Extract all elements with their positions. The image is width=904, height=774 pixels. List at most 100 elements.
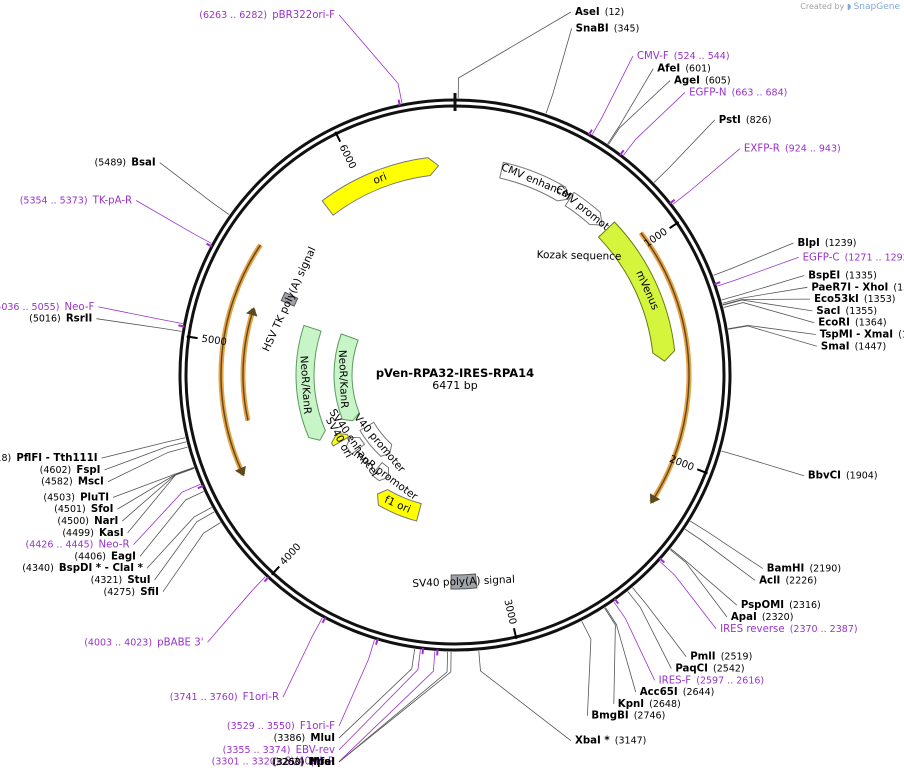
site-psti[interactable]: PstI (826) (719, 109, 772, 128)
primer-f1ori-f[interactable]: (3529 .. 3550) F1ori-F (227, 716, 335, 735)
site-stui[interactable]: (4321) StuI (91, 570, 151, 589)
site-position: (3263) (272, 757, 304, 768)
feature-neor-kanr[interactable] (295, 324, 326, 441)
primer-tk-pa-r[interactable]: (5354 .. 5373) TK-pA-R (20, 190, 132, 209)
site-bmgbi[interactable]: BmgBI (2746) (591, 705, 665, 724)
primer-egfp-c[interactable]: EGFP-C (1271 .. 1292) (803, 247, 904, 266)
site-paqci[interactable]: PaqCI (2542) (675, 658, 744, 677)
primer-f1ori-r[interactable]: (3741 .. 3760) F1ori-R (170, 687, 279, 706)
site-afei[interactable]: AfeI (601) (657, 58, 711, 77)
site-msci[interactable]: (4582) MscI (41, 471, 104, 490)
site-pflfi-tth111i[interactable]: (4618) PflFI - Tth111I (0, 448, 98, 467)
primer-range: (3741 .. 3760) (170, 692, 238, 703)
credit-prefix: Created by (800, 2, 845, 11)
site-eagi[interactable]: (4406) EagI (74, 546, 136, 565)
orf-arrowhead (234, 465, 246, 477)
site-blpi[interactable]: BlpI (1239) (797, 233, 856, 252)
site-asei[interactable]: AseI (12) (575, 2, 624, 21)
primer-exfp-r[interactable]: EXFP-R (924 .. 943) (744, 138, 841, 157)
site-xbai[interactable]: XbaI * (3147) (575, 730, 646, 749)
site-bspdi-clai[interactable]: (4340) BspDI * - ClaI * (22, 558, 143, 577)
primer-name: CMV-F (637, 51, 669, 62)
feature-sv40-poly-a-signal[interactable] (450, 573, 478, 590)
site-ecori[interactable]: EcoRI (1364) (818, 312, 886, 331)
site-fspi[interactable]: (4602) FspI (40, 459, 101, 478)
tick-label: 2000 (668, 454, 696, 473)
site-pluti[interactable]: (4503) PluTI (43, 487, 109, 506)
site-pspomi[interactable]: PspOMI (2316) (741, 595, 821, 614)
site-leader-line (713, 242, 794, 276)
site-smai[interactable]: SmaI (1447) (821, 336, 886, 355)
site-kpni[interactable]: KpnI (2648) (618, 693, 681, 712)
site-snabi[interactable]: SnaBI (345) (576, 18, 640, 37)
feature-mvenus[interactable] (597, 221, 676, 362)
site-sfii[interactable]: (4275) SfiI (104, 581, 159, 600)
site-pmli[interactable]: PmlI (2519) (690, 646, 752, 665)
site-paer7i-xhoi[interactable]: PaeR7I - XhoI (1348) (811, 277, 904, 296)
site-name: XbaI * (575, 736, 610, 747)
primer-range: (4003 .. 4023) (84, 637, 152, 648)
primer-neo-r[interactable]: (4426 .. 4445) Neo-R (26, 534, 130, 553)
primer-range: (524 .. 544) (674, 51, 730, 62)
feature-sv40-enhancer[interactable] (345, 436, 366, 455)
primer-pbr322ori-f[interactable]: (6263 .. 6282) pBR322ori-F (199, 4, 335, 23)
primer-ebv-rev[interactable]: (3355 .. 3374) EBV-rev (223, 739, 335, 758)
site-bbvci[interactable]: BbvCI (1904) (808, 465, 878, 484)
primer-egfp-n[interactable]: EGFP-N (663 .. 684) (689, 82, 787, 101)
primer-range: (4426 .. 4445) (26, 539, 94, 550)
site-eco53ki[interactable]: Eco53kI (1353) (814, 289, 895, 308)
site-hpai[interactable]: (3263) HpaI (272, 752, 335, 771)
site-position: (1364) (855, 317, 887, 328)
primer-neo-f[interactable]: (5036 .. 5055) Neo-F (0, 296, 95, 315)
site-kasi[interactable]: (4499) KasI (62, 522, 123, 541)
primer-leader-line (613, 601, 656, 681)
site-apai[interactable]: ApaI (2320) (731, 606, 794, 625)
primer-ires-f[interactable]: IRES-F (2597 .. 2616) (659, 670, 764, 689)
primer-name: IRES-F (659, 675, 692, 686)
site-rsrii[interactable]: (5016) RsrII (29, 308, 92, 327)
site-leader-line (457, 11, 572, 99)
feature-ori[interactable] (321, 157, 440, 216)
site-position: (4500) (57, 516, 89, 527)
site-position: (1355) (846, 305, 878, 316)
site-position: (1335) (845, 270, 877, 281)
site-saci[interactable]: SacI (1355) (816, 300, 877, 319)
site-nari[interactable]: (4500) NarI (57, 511, 118, 530)
site-sfoi[interactable]: (4501) SfoI (54, 499, 113, 518)
site-leader-line (723, 302, 815, 324)
site-name: MfeI (310, 757, 335, 768)
primer-cmv-f[interactable]: CMV-F (524 .. 544) (637, 46, 730, 65)
site-acli[interactable]: AclI (2226) (759, 570, 817, 589)
site-bspei[interactable]: BspEI (1335) (808, 265, 877, 284)
primer-leader-line (207, 576, 266, 643)
site-leader-line (669, 549, 728, 618)
site-name: RsrII (66, 314, 93, 325)
orf-arrowhead (649, 493, 661, 504)
feature-cmv-enhancer[interactable] (499, 161, 571, 202)
primer-ires-reverse[interactable]: IRES reverse (2370 .. 2387) (720, 618, 857, 637)
site-position: (5016) (29, 313, 61, 324)
site-position: (1353) (864, 294, 896, 305)
feature-ampr-promoter[interactable] (371, 461, 390, 482)
site-name: PaeR7I - XhoI (811, 282, 888, 293)
primer-sv40pa-r[interactable]: (3301 .. 3320) SV40pA-R (212, 751, 335, 770)
feature-sv40-ori[interactable] (330, 433, 350, 447)
site-agei[interactable]: AgeI (605) (674, 70, 731, 89)
feature-hsv-tk-poly-a-signal[interactable] (280, 291, 299, 307)
feature-neor-kanr[interactable] (333, 333, 360, 422)
feature-f1-ori[interactable] (376, 489, 422, 522)
site-bamhi[interactable]: BamHI (2190) (767, 558, 841, 577)
feature-cmv-promoter[interactable] (564, 191, 603, 226)
site-position: (1239) (825, 238, 857, 249)
feature-sv40-promoter[interactable] (359, 421, 393, 457)
site-position: (2746) (634, 710, 666, 721)
site-bsai[interactable]: (5489) BsaI (95, 152, 156, 171)
site-mlui[interactable]: (3386) MluI (274, 728, 335, 747)
site-position: (4499) (62, 527, 94, 538)
site-mfei[interactable]: (3250) MfeI (273, 752, 335, 771)
site-acc65i[interactable]: Acc65I (2644) (640, 682, 715, 701)
site-tspmi-xmai[interactable]: TspMI - XmaI (1445) (820, 324, 904, 343)
site-position: (2542) (713, 663, 745, 674)
primer-pbabe-3[interactable]: (4003 .. 4023) pBABE 3' (84, 632, 203, 651)
